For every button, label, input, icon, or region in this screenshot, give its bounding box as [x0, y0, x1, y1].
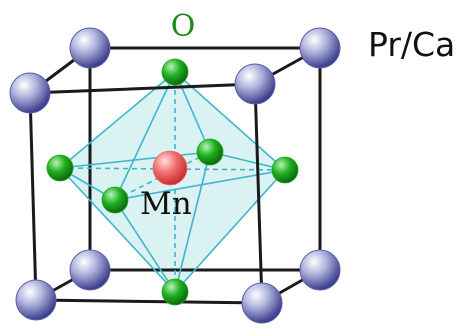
manganese-atom [152, 150, 188, 186]
oxygen-atom [101, 186, 129, 214]
cube-edge [34, 298, 264, 305]
oxygen-label: O [171, 9, 196, 44]
pr-ca-atom [234, 63, 276, 105]
oxygen-atom [46, 154, 74, 182]
octahedron-edge [174, 151, 211, 293]
octahedron-edge [174, 71, 211, 153]
cube-front-edges [28, 82, 264, 305]
pr-ca-atom [9, 72, 51, 114]
octahedron-edge [174, 71, 286, 171]
manganese-label: Mn [140, 186, 192, 222]
octahedron-face [60, 72, 210, 168]
pr-ca-atom [299, 27, 341, 69]
octahedron-edge [114, 71, 176, 201]
octahedron-edge [59, 167, 176, 293]
oxygen-atom [271, 156, 299, 184]
pr-ca-atoms-front [9, 63, 283, 324]
oxygen-atom [196, 138, 224, 166]
cube-edge [28, 91, 38, 302]
pr-ca-atom [299, 249, 341, 291]
pr-ca-atom [15, 279, 57, 321]
octahedron-edge [114, 199, 176, 293]
pr-ca-atom [69, 27, 111, 69]
pr-ca-atom [241, 282, 283, 324]
octahedron-edge [59, 151, 211, 169]
oxygen-atom [161, 278, 189, 306]
cube-edge [28, 82, 257, 95]
pr-ca-label: Pr/Ca [368, 25, 455, 64]
octahedron-edge [174, 169, 286, 293]
pr-ca-atoms-back [69, 27, 341, 291]
oxygen-atom [161, 58, 189, 86]
cube-edge [253, 82, 264, 305]
oxygen-atoms [46, 58, 299, 306]
octahedron-face [115, 170, 285, 292]
pr-ca-atom [69, 249, 111, 291]
